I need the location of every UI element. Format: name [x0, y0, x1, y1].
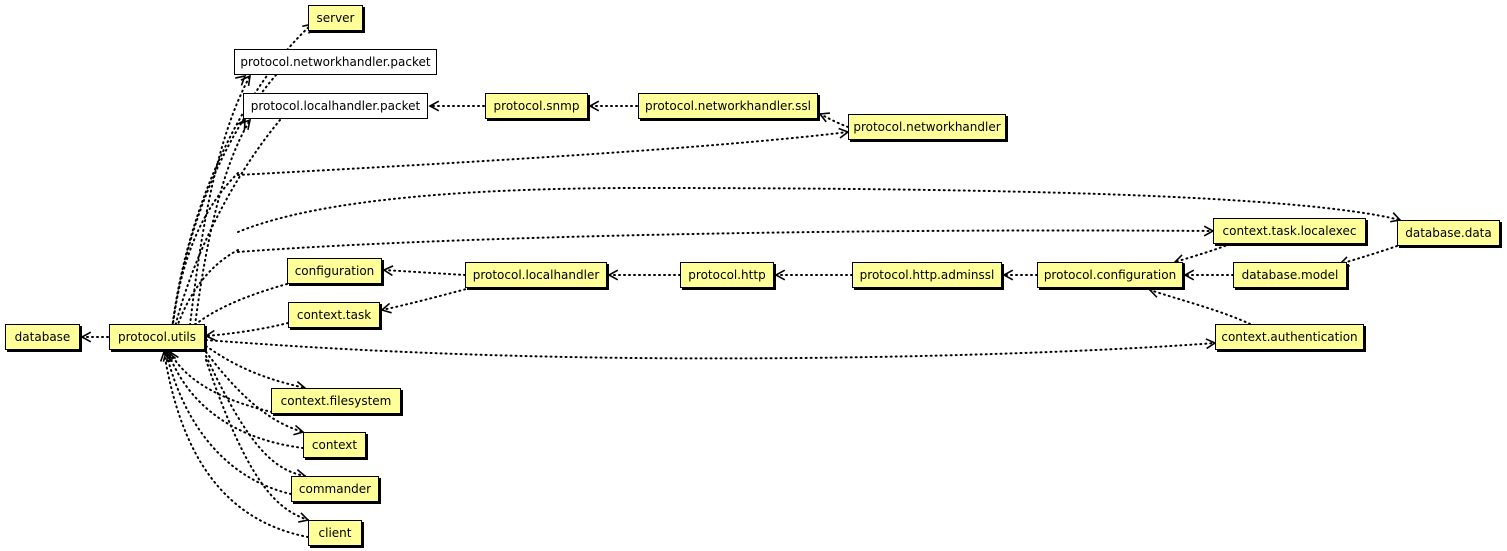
arrowhead-http-localhandler [607, 269, 619, 281]
arrowhead-lhpacket-utils [235, 118, 246, 131]
edge-utils-lhpacket [194, 119, 251, 326]
node-database-model[interactable]: database.model [1233, 262, 1347, 288]
edge-filesystem-utils [169, 351, 273, 413]
edge-utils-nhpacket [189, 75, 251, 326]
node-database[interactable]: database [5, 324, 80, 350]
edge-commander-utils [165, 351, 292, 495]
arrowhead-protocolconfig-adminssl [1002, 269, 1014, 281]
edge-utils-authentication [205, 339, 1216, 360]
edge-localexec-protocolconfig [1174, 243, 1231, 263]
edge-client-utils [163, 351, 309, 538]
arrowhead-contexttask-utils [204, 329, 216, 341]
node-protocol-configuration[interactable]: protocol.configuration [1037, 262, 1183, 288]
arrowhead-utils-database [80, 331, 92, 343]
edge-utils-commander [205, 355, 306, 477]
node-protocol-networkhandler-ssl[interactable]: protocol.networkhandler.ssl [638, 93, 818, 119]
node-context-task-localexec[interactable]: context.task.localexec [1213, 218, 1366, 244]
edge-utils-client [205, 359, 309, 521]
node-protocol-http-adminssl[interactable]: protocol.http.adminssl [852, 262, 1002, 288]
node-protocol-networkhandler-packet[interactable]: protocol.networkhandler.packet [234, 49, 437, 75]
node-protocol-snmp[interactable]: protocol.snmp [485, 93, 588, 119]
edge-auth-protocolconfig [1149, 289, 1251, 325]
arrowhead-utils-nhpacket [240, 74, 252, 87]
node-context-task[interactable]: context.task [288, 302, 380, 328]
edge-utils-filesystem [205, 345, 306, 389]
arrowhead-context-utils [165, 350, 177, 363]
node-configuration[interactable]: configuration [287, 258, 382, 284]
node-protocol-networkhandler[interactable]: protocol.networkhandler [848, 114, 1006, 140]
arrowhead-localhandler-configuration [382, 265, 394, 277]
edge-configuration-utils [171, 283, 288, 351]
node-server[interactable]: server [308, 5, 363, 31]
edge-utils-databasedata [237, 186, 1401, 233]
edge-localhandler-configuration [383, 269, 466, 276]
edge-utils-networkhandler [237, 131, 849, 176]
arrowhead-nhssl-snmp [588, 100, 600, 112]
node-context-filesystem[interactable]: context.filesystem [271, 388, 401, 414]
edge-utils-context [205, 351, 304, 433]
node-protocol-localhandler[interactable]: protocol.localhandler [465, 262, 607, 288]
arrowhead-localhandler-contexttask [380, 302, 392, 314]
edge-contexttask-utils [205, 322, 289, 337]
node-context[interactable]: context [303, 432, 366, 458]
arrowhead-client-utils [159, 350, 171, 362]
arrowhead-auth-protocolconfig [1148, 287, 1160, 298]
node-commander[interactable]: commander [291, 476, 379, 502]
arrowhead-snmp-lhpacket [428, 100, 440, 112]
node-protocol-localhandler-packet[interactable]: protocol.localhandler.packet [243, 93, 428, 119]
node-client[interactable]: client [308, 520, 362, 546]
arrowhead-nhpacket-utils [235, 74, 247, 86]
node-database-data[interactable]: database.data [1397, 220, 1500, 246]
edge-lhpacket-utils [169, 119, 281, 351]
arrowhead-utils-lhpacket [240, 118, 252, 130]
node-protocol-utils[interactable]: protocol.utils [109, 324, 205, 350]
arrowhead-adminssl-http [774, 269, 786, 281]
edge-localhandler-contexttask [381, 287, 471, 311]
node-protocol-http[interactable]: protocol.http [680, 262, 774, 288]
edge-utils-localexec [237, 229, 1214, 253]
arrowhead-networkhandler-nhssl [818, 112, 831, 123]
node-context-authentication[interactable]: context.authentication [1215, 324, 1364, 350]
arrowhead-databasemodel-protocolconfig [1183, 269, 1195, 281]
edge-databasedata-databasemodel [1339, 245, 1398, 265]
